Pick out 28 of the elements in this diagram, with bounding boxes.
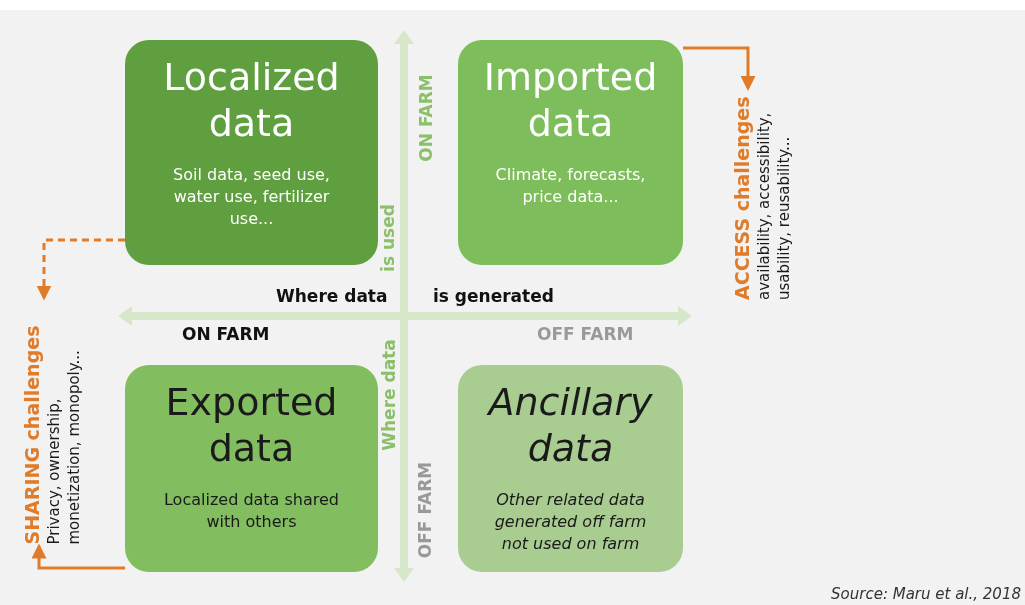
axis-label: ON FARM bbox=[415, 74, 436, 162]
challenge-description: Privacy, ownership, monetization, monopoly... bbox=[43, 349, 83, 545]
connector-arrow bbox=[36, 238, 125, 301]
challenge-description: availability, accessibility, usability, reusability... bbox=[754, 111, 794, 300]
axis-label: is used bbox=[377, 204, 398, 272]
box-title: Ancillary data bbox=[488, 379, 653, 471]
axis-label: Where data bbox=[276, 286, 388, 306]
axis-label: OFF FARM bbox=[415, 461, 436, 559]
challenge-heading: SHARING challenges bbox=[19, 324, 43, 545]
box-description: Climate, forecasts, price data... bbox=[494, 164, 647, 208]
quadrant-box bbox=[125, 365, 378, 572]
connector-arrow bbox=[31, 543, 125, 570]
box-description: Soil data, seed use, water use, fertilizer use... bbox=[172, 164, 331, 230]
axis-label: is generated bbox=[433, 286, 554, 306]
box-title: Imported data bbox=[483, 54, 658, 146]
box-description: Localized data shared with others bbox=[163, 489, 340, 533]
quadrant-box bbox=[125, 40, 378, 265]
axis-label: Where data bbox=[378, 339, 399, 451]
axis-label: ON FARM bbox=[182, 324, 270, 344]
quadrant-box bbox=[458, 40, 683, 265]
connector-arrow bbox=[683, 46, 756, 91]
box-title: Localized data bbox=[162, 54, 341, 146]
quadrant-box bbox=[458, 365, 683, 572]
source-caption: Source: Maru et al., 2018 bbox=[831, 585, 1021, 603]
challenge-heading: ACCESS challenges bbox=[730, 95, 754, 300]
axis-label: OFF FARM bbox=[537, 324, 634, 344]
box-description: Other related data generated off farm not used on farm bbox=[493, 489, 648, 555]
box-title: Exported data bbox=[164, 379, 339, 471]
